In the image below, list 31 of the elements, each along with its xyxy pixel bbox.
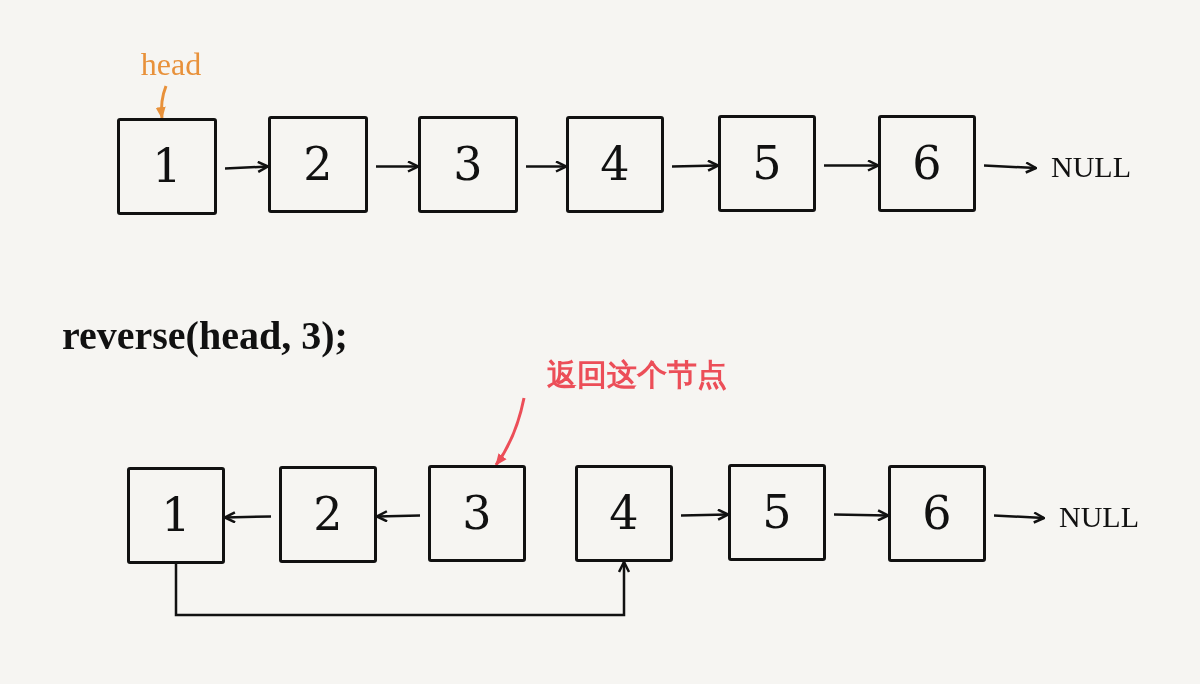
null-text: NULL — [1044, 496, 1154, 536]
list-node-box: 1 — [127, 467, 225, 564]
list-node-box: 4 — [575, 465, 673, 562]
arrow — [833, 509, 890, 522]
list-node-box: 2 — [279, 466, 377, 563]
list-node-box: 5 — [718, 115, 816, 212]
arrow — [526, 160, 568, 173]
arrow — [223, 511, 272, 524]
null-text: NULL — [1036, 146, 1146, 186]
arrow — [680, 508, 730, 521]
arrow — [824, 159, 880, 172]
code-text: reverse(head, 3); — [62, 312, 348, 360]
list-node-box: 4 — [566, 116, 664, 213]
list-node-box: 2 — [268, 116, 368, 213]
arrow — [375, 510, 421, 523]
list-node-box: 3 — [428, 465, 526, 562]
arrow — [174, 560, 631, 617]
arrow — [155, 85, 168, 119]
list-node-box: 5 — [728, 464, 826, 561]
arrow — [671, 159, 720, 172]
arrow — [224, 160, 270, 174]
list-node-box: 3 — [418, 116, 518, 213]
list-node-box: 6 — [888, 465, 986, 562]
list-node-box: 6 — [878, 115, 976, 212]
arrow — [494, 397, 526, 466]
pointer-label: head — [128, 44, 214, 84]
list-node-box: 1 — [117, 118, 217, 215]
arrow — [993, 511, 1046, 524]
arrow — [983, 161, 1038, 174]
annotation-text: 返回这个节点 — [512, 352, 762, 396]
arrow — [376, 160, 420, 173]
